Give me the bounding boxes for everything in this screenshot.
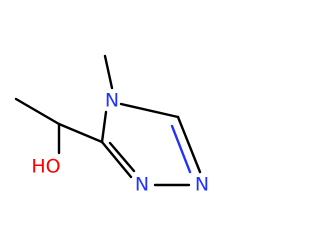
bond-n4-c5 bbox=[119, 102, 180, 119]
atom-label-layer: HO N N N bbox=[31, 90, 209, 196]
atom-label-hydroxyl: HO bbox=[31, 156, 60, 178]
atom-label-n4: N bbox=[105, 90, 119, 112]
molecule-structure-diagram: HO N N N bbox=[14, 54, 209, 196]
bond-n2-c3 bbox=[100, 140, 133, 179]
bond-n4-methyl bbox=[103, 54, 114, 90]
bond-c5-n1 bbox=[176, 115, 202, 174]
bond-n2-c3-inner bbox=[108, 141, 136, 173]
bond-c3-n4 bbox=[100, 110, 108, 144]
bond-c1-c2 bbox=[14, 97, 61, 126]
bond-c5-n1-inner bbox=[170, 124, 192, 174]
bond-layer bbox=[14, 54, 202, 187]
atom-label-n1: N bbox=[195, 174, 209, 196]
bond-c2-c3 bbox=[57, 122, 104, 144]
atom-label-n2: N bbox=[135, 174, 149, 196]
